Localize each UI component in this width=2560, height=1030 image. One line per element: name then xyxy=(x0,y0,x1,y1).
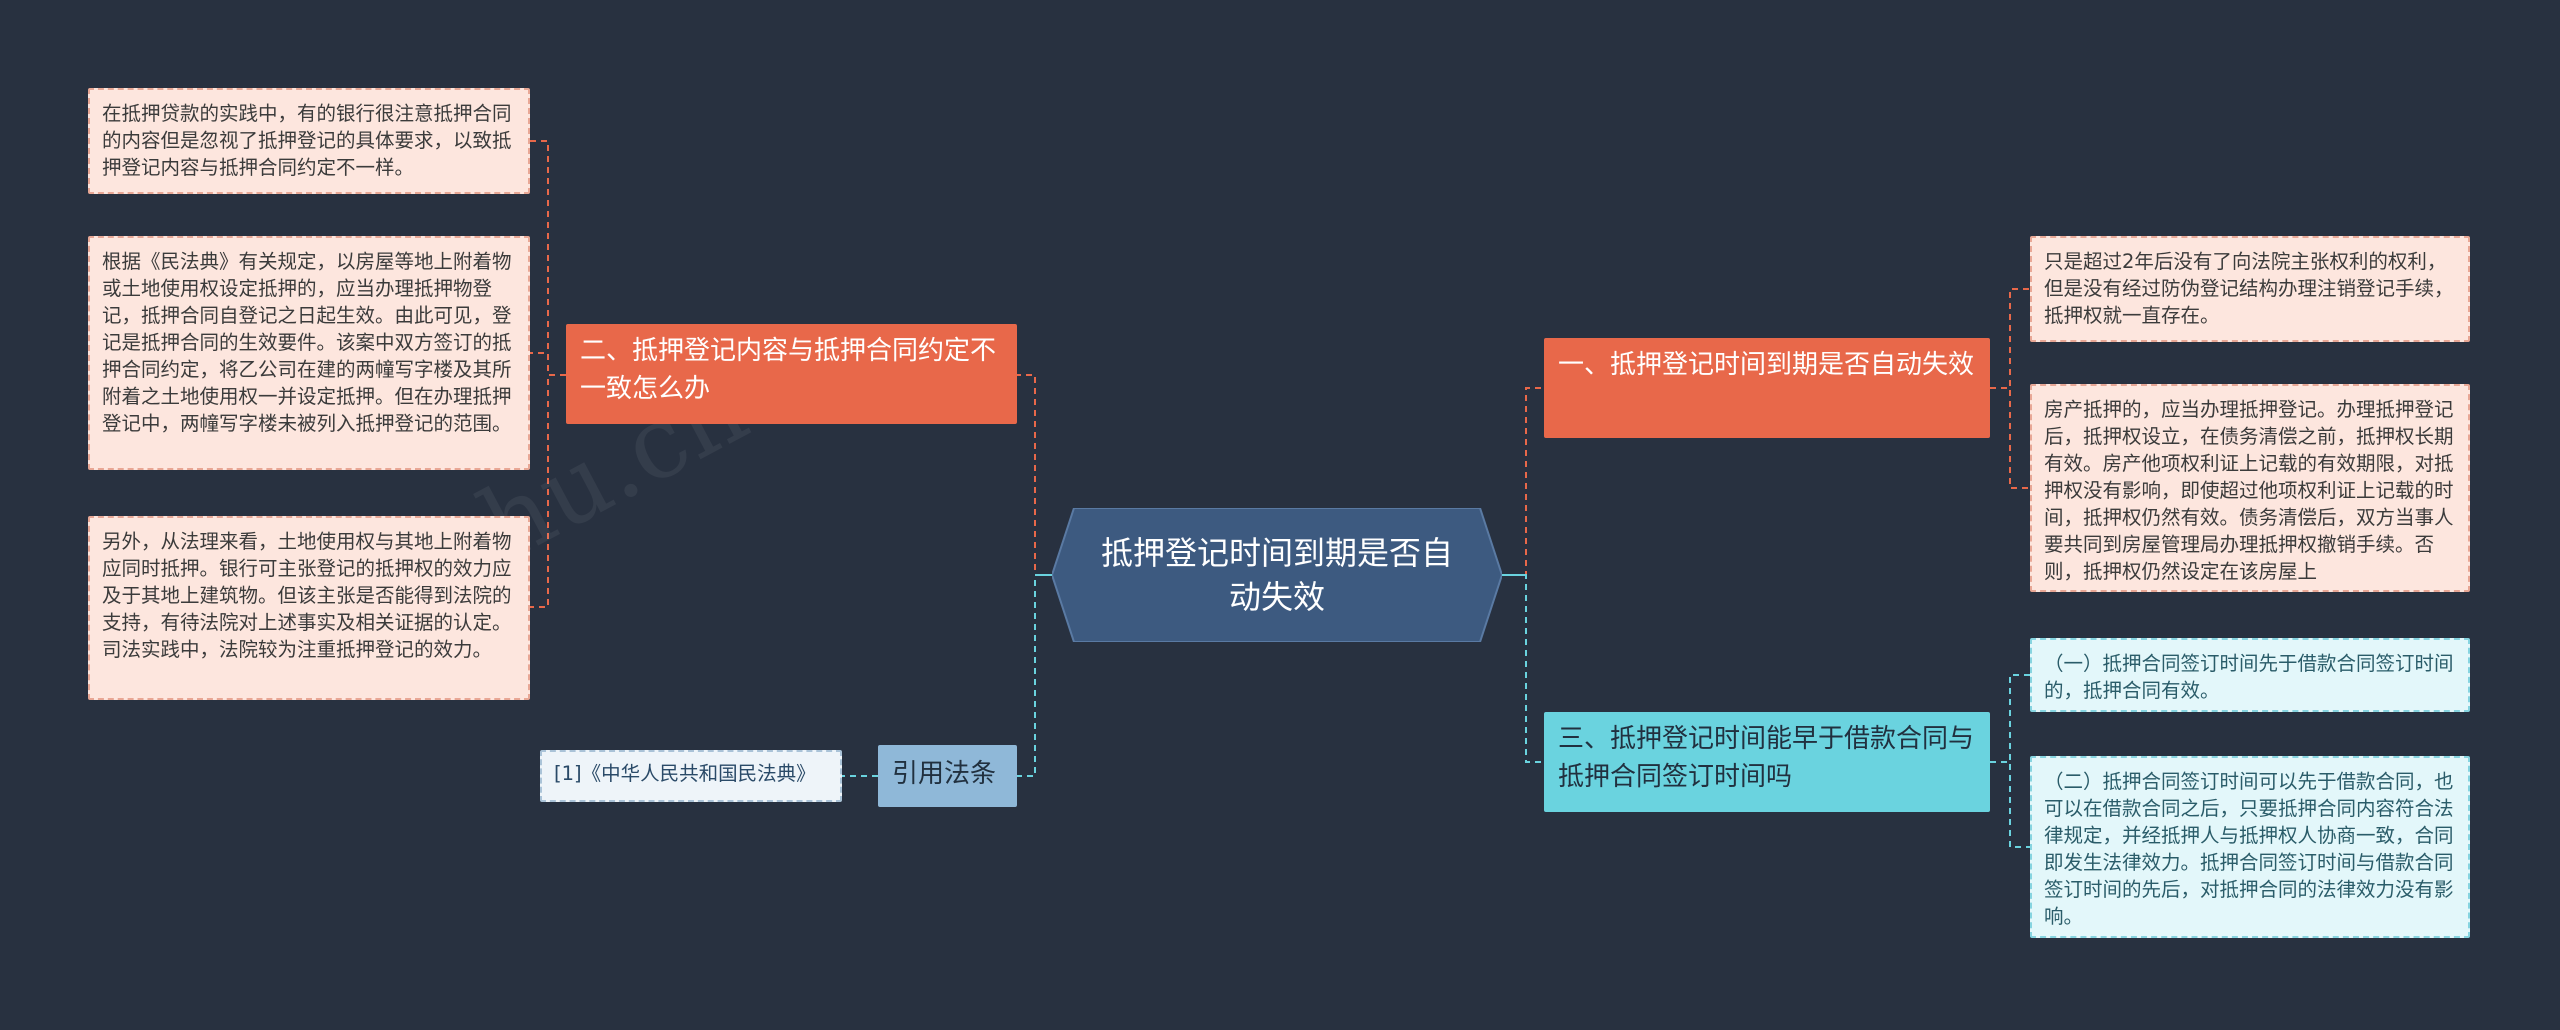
topic-expiry-question[interactable]: 一、抵押登记时间到期是否自动失效 xyxy=(1544,338,1990,438)
topic-signing-order[interactable]: 三、抵押登记时间能早于借款合同与抵押合同签订时间吗 xyxy=(1544,712,1990,812)
root-hexagon-shape xyxy=(1052,508,1502,642)
leaf-reference-civil-code[interactable]: [1]《中华人民共和国民法典》 xyxy=(540,750,842,802)
link-root-to-topic-3 xyxy=(1502,574,1544,763)
leaf-property-mortgage-text: 房产抵押的，应当办理抵押登记。办理抵押登记后，抵押权设立，在债务清偿之前，抵押权… xyxy=(2044,398,2454,583)
link-root-to-topic-2 xyxy=(1017,374,1052,576)
link-root-to-references xyxy=(1017,574,1052,777)
link-topic-1-leaf-2 xyxy=(1990,387,2030,489)
leaf-signed-before-loan[interactable]: （一）抵押合同签订时间先于借款合同签订时间的，抵押合同有效。 xyxy=(2030,638,2470,712)
leaf-legal-theory[interactable]: 另外，从法理来看，土地使用权与其地上附着物应同时抵押。银行可主张登记的抵押权的效… xyxy=(88,516,530,700)
link-topic-2-leaf-3 xyxy=(530,374,566,608)
leaf-two-year-limit[interactable]: 只是超过2年后没有了向法院主张权利的权利，但是没有经过防伪登记结构办理注销登记手… xyxy=(2030,236,2470,342)
leaf-signing-order-no-effect-text: （二）抵押合同签订时间可以先于借款合同，也可以在借款合同之后，只要抵押合同内容符… xyxy=(2044,770,2454,928)
link-topic-3-leaf-1 xyxy=(1990,674,2030,763)
leaf-legal-theory-text: 另外，从法理来看，土地使用权与其地上附着物应同时抵押。银行可主张登记的抵押权的效… xyxy=(102,530,512,661)
link-topic-2-leaf-1 xyxy=(530,140,566,376)
leaf-signing-order-no-effect[interactable]: （二）抵押合同签订时间可以先于借款合同，也可以在借款合同之后，只要抵押合同内容符… xyxy=(2030,756,2470,938)
link-topic-3-leaf-2 xyxy=(1990,761,2030,848)
leaf-mismatch-practice-text: 在抵押贷款的实践中，有的银行很注意抵押合同的内容但是忽视了抵押登记的具体要求，以… xyxy=(102,102,512,179)
topic-mismatch-handling[interactable]: 二、抵押登记内容与抵押合同约定不一致怎么办 xyxy=(566,324,1017,424)
root-label: 抵押登记时间到期是否自动失效 xyxy=(1100,534,1453,616)
topic-references[interactable]: 引用法条 xyxy=(878,745,1017,807)
leaf-signed-before-loan-text: （一）抵押合同签订时间先于借款合同签订时间的，抵押合同有效。 xyxy=(2044,652,2454,702)
root-topic[interactable]: 抵押登记时间到期是否自动失效 xyxy=(1052,508,1502,642)
leaf-two-year-limit-text: 只是超过2年后没有了向法院主张权利的权利，但是没有经过防伪登记结构办理注销登记手… xyxy=(2044,250,2454,327)
link-topic-2-leaf-2 xyxy=(530,352,566,376)
link-root-to-topic-1 xyxy=(1502,387,1544,576)
leaf-reference-civil-code-text: [1]《中华人民共和国民法典》 xyxy=(554,762,816,785)
leaf-mismatch-practice[interactable]: 在抵押贷款的实践中，有的银行很注意抵押合同的内容但是忽视了抵押登记的具体要求，以… xyxy=(88,88,530,194)
link-topic-1-leaf-1 xyxy=(1990,288,2030,389)
topic-expiry-question-label: 一、抵押登记时间到期是否自动失效 xyxy=(1558,350,1975,380)
leaf-civil-code-provision-text: 根据《民法典》有关规定，以房屋等地上附着物或土地使用权设定抵押的，应当办理抵押物… xyxy=(102,250,512,435)
leaf-property-mortgage[interactable]: 房产抵押的，应当办理抵押登记。办理抵押登记后，抵押权设立，在债务清偿之前，抵押权… xyxy=(2030,384,2470,592)
topic-references-label: 引用法条 xyxy=(892,759,997,789)
leaf-civil-code-provision[interactable]: 根据《民法典》有关规定，以房屋等地上附着物或土地使用权设定抵押的，应当办理抵押物… xyxy=(88,236,530,470)
topic-signing-order-label: 三、抵押登记时间能早于借款合同与抵押合同签订时间吗 xyxy=(1558,724,1975,792)
topic-mismatch-handling-label: 二、抵押登记内容与抵押合同约定不一致怎么办 xyxy=(580,336,997,404)
